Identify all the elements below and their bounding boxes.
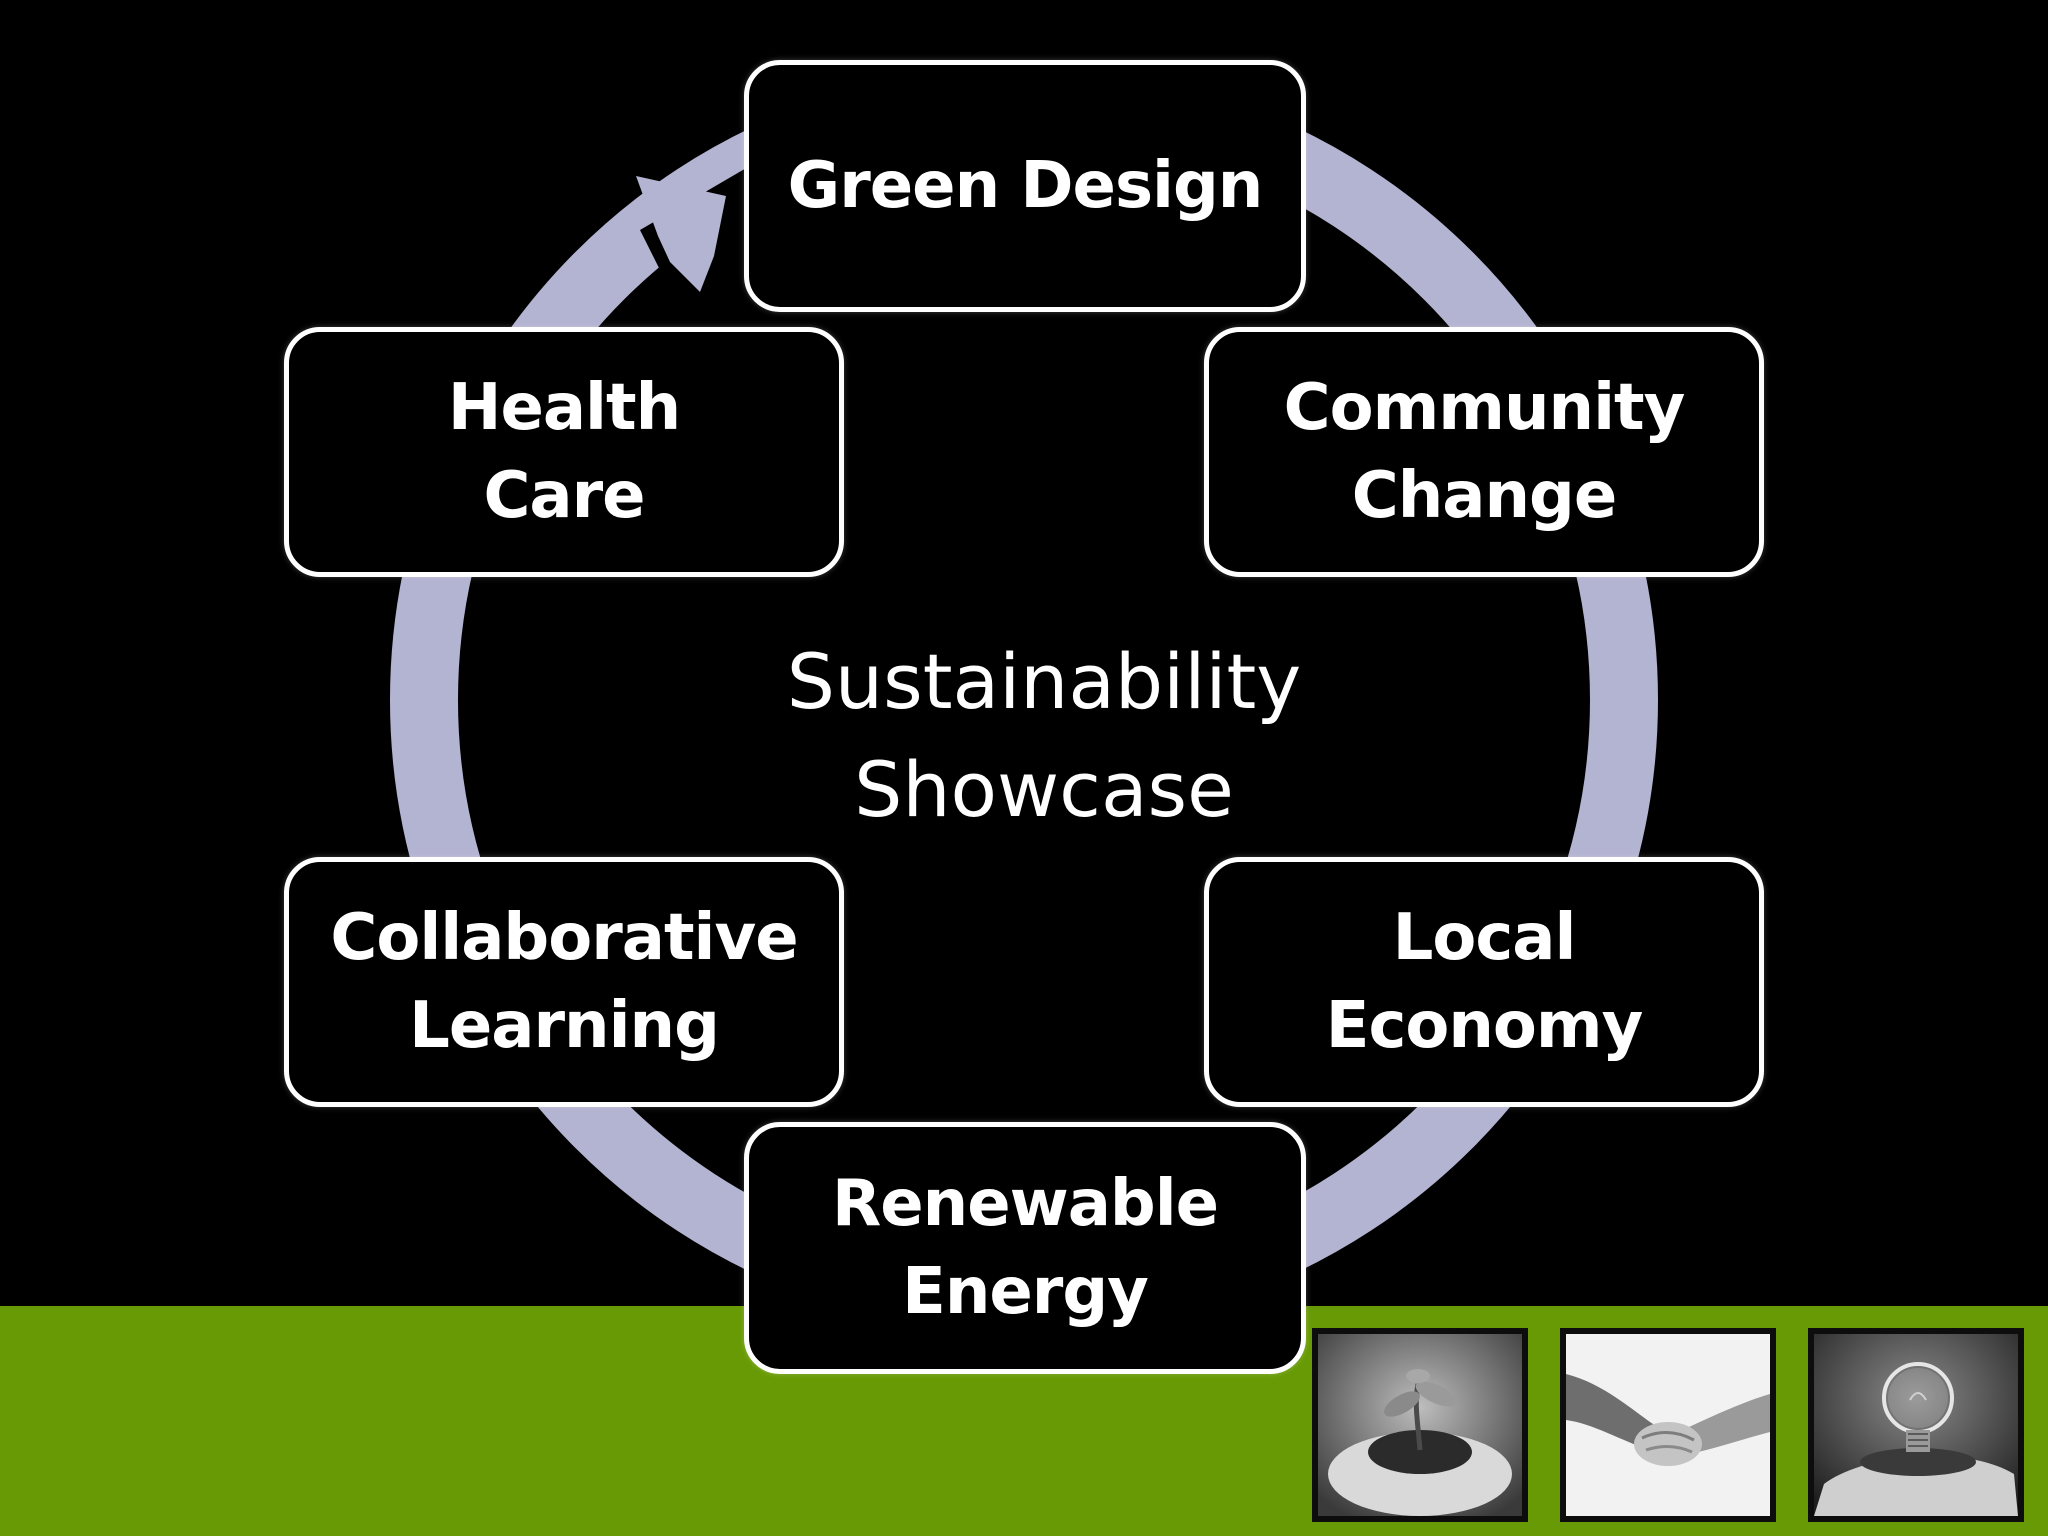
node-label: Renewable Energy [831,1167,1219,1329]
node-community-change: Community Change [1204,327,1764,577]
node-local-economy: Local Economy [1204,857,1764,1107]
node-label: Community Change [1283,371,1686,533]
node-collaborative-learning: Collaborative Learning [284,857,844,1107]
holding-hands-photo [1560,1328,1776,1522]
node-label: Collaborative Learning [330,901,798,1063]
seedling-hands-photo [1312,1328,1528,1522]
node-label: Health Care [447,371,681,533]
cycle-arrow-head [636,176,726,292]
node-renewable-energy: Renewable Energy [744,1122,1306,1374]
center-title: Sustainability Showcase [786,637,1302,834]
light-bulb-hand-photo [1808,1328,2024,1522]
node-health-care: Health Care [284,327,844,577]
node-label: Local Economy [1325,901,1644,1063]
node-green-design: Green Design [744,60,1306,312]
node-label: Green Design [787,149,1264,223]
